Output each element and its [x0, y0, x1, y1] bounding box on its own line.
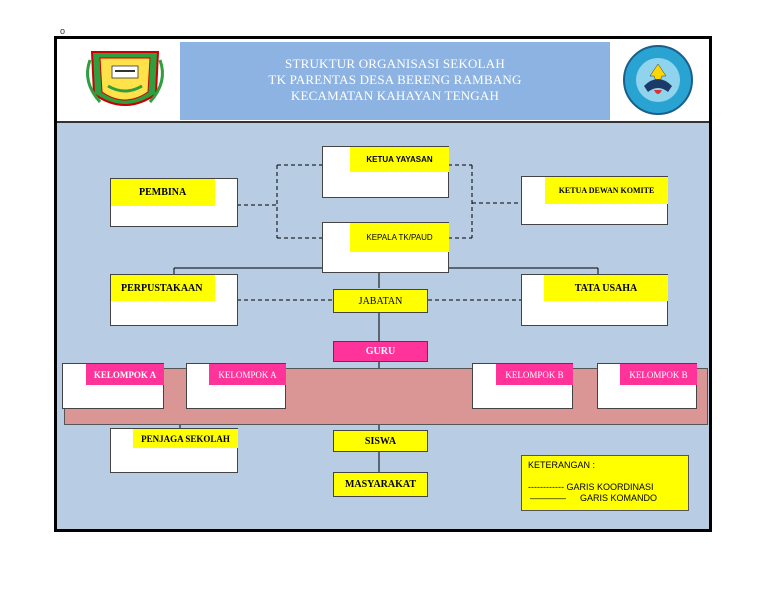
- title-line-2: TK PARENTAS DESA BERENG RAMBANG: [268, 72, 522, 87]
- title-line-1: STRUKTUR ORGANISASI SEKOLAH: [285, 56, 505, 71]
- kepala-node: KEPALA TK/PAUD: [322, 222, 449, 273]
- ketua-dewan-komite-node: KETUA DEWAN KOMITE: [521, 176, 668, 225]
- siswa-node: SISWA: [333, 430, 428, 452]
- perpustakaan-label: PERPUSTAKAAN: [111, 275, 215, 301]
- perpustakaan-node: PERPUSTAKAAN: [110, 274, 238, 326]
- kelompok-b-label-1: KELOMPOK B: [496, 364, 573, 385]
- kelompok-a-label-1: KELOMPOK A: [86, 364, 164, 385]
- masyarakat-node: MASYARAKAT: [333, 472, 428, 497]
- penjaga-sekolah-node: PENJAGA SEKOLAH: [110, 428, 238, 473]
- jabatan-node: JABATAN: [333, 289, 428, 313]
- guru-node: GURU: [333, 341, 428, 362]
- kelompok-a-node-1: KELOMPOK A: [62, 363, 164, 409]
- penjaga-sekolah-label: PENJAGA SEKOLAH: [133, 429, 238, 448]
- tata-usaha-node: TATA USAHA: [521, 274, 668, 326]
- kelompok-b-node-2: KELOMPOK B: [597, 363, 697, 409]
- kelompok-a-label-2: KELOMPOK A: [209, 364, 286, 385]
- tata-usaha-label: TATA USAHA: [544, 275, 668, 301]
- kelompok-b-node-1: KELOMPOK B: [472, 363, 573, 409]
- ketua-yayasan-label: KETUA YAYASAN: [350, 147, 449, 172]
- corner-mark: o: [60, 26, 66, 36]
- legend-solid-line-sample: ————: [530, 493, 566, 503]
- legend-dashed-line: ------------ GARIS KOORDINASI: [528, 482, 654, 492]
- title-band: STRUKTUR ORGANISASI SEKOLAH TK PARENTAS …: [180, 42, 610, 120]
- legend-solid-line: GARIS KOMANDO: [580, 493, 658, 503]
- ketua-yayasan-node: KETUA YAYASAN: [322, 146, 449, 198]
- title-line-3: KECAMATAN KAHAYAN TENGAH: [290, 88, 500, 103]
- tut-wuri-handayani-icon: [610, 42, 706, 120]
- legend-title: KETERANGAN :: [528, 460, 596, 470]
- legend-box: KETERANGAN : ------------ GARIS KOORDINA…: [521, 455, 689, 511]
- regional-emblem-icon: [70, 42, 180, 120]
- pembina-label: PEMBINA: [111, 179, 215, 206]
- ketua-dewan-komite-label: KETUA DEWAN KOMITE: [545, 177, 668, 204]
- kepala-label: KEPALA TK/PAUD: [350, 223, 449, 252]
- pembina-node: PEMBINA: [110, 178, 238, 227]
- kelompok-a-node-2: KELOMPOK A: [186, 363, 286, 409]
- kelompok-b-label-2: KELOMPOK B: [620, 364, 697, 385]
